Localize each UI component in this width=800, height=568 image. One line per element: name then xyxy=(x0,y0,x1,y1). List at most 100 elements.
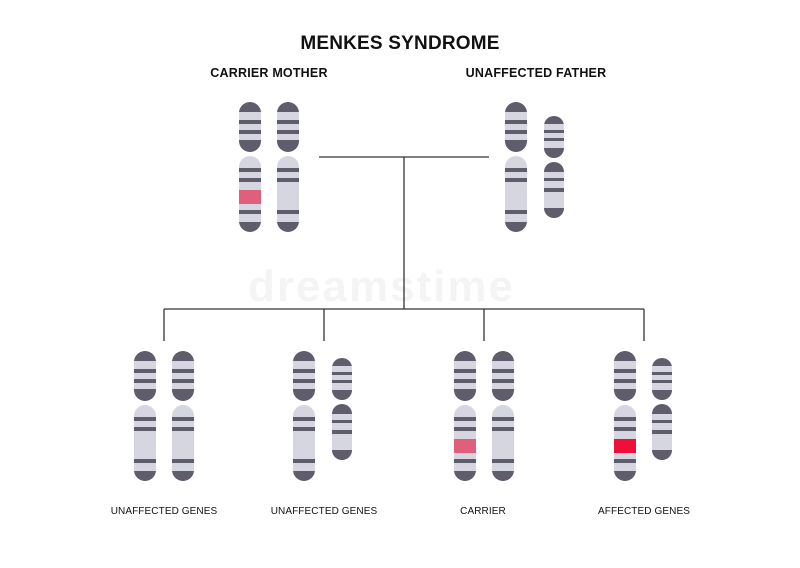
band xyxy=(134,389,156,405)
band xyxy=(277,130,299,134)
band xyxy=(544,208,564,218)
connector-lines xyxy=(163,156,645,341)
band xyxy=(614,351,636,361)
band xyxy=(239,120,261,124)
band xyxy=(239,178,261,182)
centromere xyxy=(506,152,526,156)
band xyxy=(652,358,672,366)
band xyxy=(505,210,527,214)
band xyxy=(239,222,261,232)
band xyxy=(134,379,156,383)
band xyxy=(293,427,315,431)
gene-mark xyxy=(454,439,476,453)
band xyxy=(492,379,514,383)
band xyxy=(454,351,476,361)
band xyxy=(172,379,194,383)
band xyxy=(492,427,514,431)
centromere xyxy=(240,152,260,156)
band xyxy=(172,427,194,431)
child-2-label: UNAFFECTED GENES xyxy=(270,506,378,517)
band xyxy=(652,390,672,404)
band xyxy=(134,471,156,481)
child4-chromosome-y xyxy=(652,358,672,460)
band xyxy=(172,351,194,361)
band xyxy=(652,380,672,383)
band xyxy=(277,222,299,232)
child1-chromosome-x2 xyxy=(172,351,194,481)
band xyxy=(544,178,564,181)
band xyxy=(492,351,514,361)
band xyxy=(544,148,564,162)
child4-chromosome-x xyxy=(614,351,636,481)
father-chromosome-y xyxy=(544,116,564,218)
band xyxy=(293,351,315,361)
band xyxy=(293,379,315,383)
band xyxy=(454,471,476,481)
band xyxy=(172,389,194,405)
lower-arm xyxy=(505,154,527,232)
band xyxy=(277,120,299,124)
band xyxy=(172,459,194,463)
centromere xyxy=(455,401,475,405)
band xyxy=(454,389,476,405)
band xyxy=(652,404,672,414)
band xyxy=(505,102,527,112)
band xyxy=(239,168,261,172)
band xyxy=(652,430,672,434)
band xyxy=(614,459,636,463)
band xyxy=(492,459,514,463)
band xyxy=(652,420,672,423)
band xyxy=(544,116,564,124)
mother-chromosome-x2 xyxy=(277,102,299,232)
band xyxy=(505,178,527,182)
band xyxy=(454,369,476,373)
lower-arm xyxy=(172,403,194,481)
band xyxy=(614,369,636,373)
band xyxy=(134,459,156,463)
band xyxy=(293,389,315,405)
band xyxy=(332,390,352,404)
band xyxy=(239,130,261,134)
band xyxy=(492,471,514,481)
child-1-label: UNAFFECTED GENES xyxy=(110,506,218,517)
child2-chromosome-x xyxy=(293,351,315,481)
centromere xyxy=(278,152,298,156)
band xyxy=(239,210,261,214)
lower-arm xyxy=(134,403,156,481)
band xyxy=(277,210,299,214)
chromosome-group xyxy=(134,102,672,481)
band xyxy=(492,389,514,405)
band xyxy=(293,459,315,463)
band xyxy=(277,178,299,182)
band xyxy=(277,168,299,172)
band xyxy=(172,471,194,481)
child-4-label: AFFECTED GENES xyxy=(598,506,690,517)
band xyxy=(134,417,156,421)
gene-mark xyxy=(614,439,636,453)
gene-mark xyxy=(239,190,261,204)
child3-chromosome-x1 xyxy=(454,351,476,481)
centromere xyxy=(173,401,193,405)
father-chromosome-x xyxy=(505,102,527,232)
band xyxy=(454,379,476,383)
watermark: dreamstime xyxy=(248,262,515,312)
band xyxy=(652,372,672,375)
band xyxy=(293,471,315,481)
child1-chromosome-x1 xyxy=(134,351,156,481)
band xyxy=(505,222,527,232)
band xyxy=(172,417,194,421)
band xyxy=(332,404,352,414)
child2-chromosome-y xyxy=(332,358,352,460)
band xyxy=(614,427,636,431)
centromere xyxy=(493,401,513,405)
band xyxy=(652,450,672,460)
band xyxy=(332,358,352,366)
band xyxy=(293,417,315,421)
band xyxy=(614,417,636,421)
band xyxy=(454,459,476,463)
band xyxy=(492,369,514,373)
mother-chromosome-x1 xyxy=(239,102,261,232)
band xyxy=(614,471,636,481)
band xyxy=(454,417,476,421)
